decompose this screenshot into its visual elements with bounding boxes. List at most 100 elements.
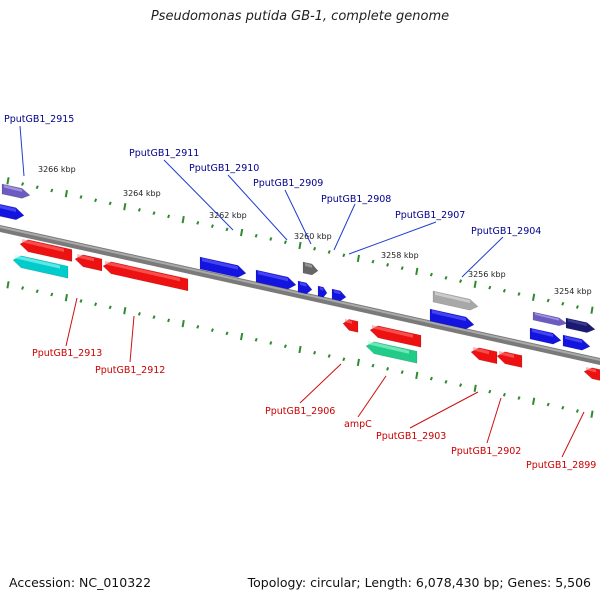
backbone-highlight bbox=[0, 226, 600, 361]
forward-tick bbox=[108, 201, 112, 206]
reverse-tick bbox=[561, 405, 565, 410]
forward-tick bbox=[21, 182, 25, 186]
reverse-tick bbox=[108, 305, 112, 310]
reverse-gene-cyan bbox=[12, 255, 69, 279]
tick-label: 3258 kbp bbox=[381, 251, 419, 260]
tick-label: 3256 kbp bbox=[468, 270, 506, 279]
forward-gene-shine bbox=[532, 329, 553, 337]
reverse-tick bbox=[35, 289, 39, 294]
reverse-gene bbox=[19, 239, 73, 262]
forward-gene bbox=[199, 256, 247, 278]
forward-tick bbox=[546, 298, 550, 303]
forward-tick bbox=[400, 266, 404, 271]
tick-label: 3266 kbp bbox=[38, 165, 76, 174]
reverse-tick bbox=[356, 358, 360, 367]
reverse-tick bbox=[240, 332, 244, 341]
forward-tick bbox=[6, 177, 10, 185]
reverse-tick bbox=[444, 379, 448, 384]
reverse-gene bbox=[369, 325, 422, 348]
forward-gene-navy bbox=[565, 317, 596, 333]
reverse-tick bbox=[590, 410, 594, 418]
reverse-tick bbox=[181, 319, 185, 328]
leader-line bbox=[65, 297, 78, 347]
forward-gene bbox=[331, 288, 347, 302]
reverse-tick bbox=[225, 331, 229, 336]
forward-tick bbox=[196, 220, 200, 225]
forward-gene-purple bbox=[1, 183, 31, 199]
forward-tick bbox=[79, 195, 83, 199]
forward-tick bbox=[240, 228, 244, 237]
reverse-tick bbox=[546, 402, 550, 407]
forward-tick bbox=[444, 275, 448, 280]
forward-tick bbox=[152, 211, 156, 216]
forward-tick bbox=[342, 253, 346, 258]
leader-line bbox=[284, 189, 312, 245]
forward-gene-gray-shine bbox=[305, 263, 312, 268]
reverse-gene-shine bbox=[372, 325, 413, 338]
reverse-gene-cyan-body bbox=[12, 255, 69, 279]
accession-text: Accession: NC_010322 bbox=[9, 575, 152, 590]
reverse-gene-label: ampC bbox=[344, 419, 372, 430]
forward-gene-label: PputGB1_2910 bbox=[189, 163, 259, 174]
leader-line bbox=[19, 125, 25, 177]
forward-gene-gray bbox=[302, 261, 319, 276]
reverse-tick bbox=[196, 324, 200, 329]
reverse-tick bbox=[575, 409, 579, 413]
forward-tick bbox=[181, 215, 185, 224]
reverse-tick bbox=[123, 306, 127, 315]
forward-tick bbox=[502, 288, 506, 293]
forward-tick bbox=[64, 190, 68, 198]
leader-line bbox=[409, 391, 479, 429]
gene-labels: PputGB1_2915PputGB1_2911PputGB1_2910Pput… bbox=[4, 114, 596, 471]
label-leader-lines bbox=[19, 125, 585, 458]
leader-line bbox=[461, 236, 504, 278]
forward-gene-label: PputGB1_2908 bbox=[321, 194, 391, 205]
leader-line bbox=[163, 159, 234, 231]
leader-line bbox=[486, 397, 502, 444]
reverse-tick bbox=[327, 354, 331, 358]
reverse-tick bbox=[79, 299, 83, 303]
reverse-gene-green-shine bbox=[368, 341, 409, 354]
reverse-gene-body bbox=[470, 347, 498, 365]
forward-gene-label: PputGB1_2904 bbox=[471, 226, 541, 237]
reverse-tick bbox=[269, 341, 273, 345]
forward-tick bbox=[167, 214, 171, 219]
reverse-tick bbox=[459, 383, 463, 387]
reverse-gene-green-body bbox=[365, 341, 418, 364]
reverse-gene-green bbox=[365, 341, 418, 364]
reverse-tick bbox=[94, 302, 98, 307]
reverse-tick bbox=[210, 328, 214, 332]
leader-line bbox=[561, 411, 585, 458]
forward-tick bbox=[429, 272, 433, 277]
reverse-gene-body bbox=[19, 239, 73, 262]
reverse-tick bbox=[342, 357, 346, 362]
reverse-gene-body bbox=[369, 325, 422, 348]
forward-tick bbox=[532, 293, 536, 301]
genome-backbone bbox=[0, 225, 600, 365]
reverse-gene-body bbox=[74, 254, 103, 272]
leader-line bbox=[357, 375, 387, 418]
forward-tick bbox=[356, 254, 360, 263]
reverse-gene bbox=[470, 347, 498, 365]
forward-tick bbox=[371, 259, 375, 264]
forward-tick bbox=[473, 280, 477, 289]
forward-gene-gray bbox=[432, 290, 479, 311]
reverse-tick bbox=[532, 397, 536, 405]
forward-gene-shine bbox=[334, 290, 341, 295]
reverse-gene-shine bbox=[499, 351, 514, 358]
gene-features bbox=[0, 183, 600, 381]
reverse-gene-label: PputGB1_2899 bbox=[526, 460, 596, 471]
reverse-gene bbox=[102, 261, 189, 292]
forward-gene bbox=[297, 280, 313, 295]
forward-tick bbox=[35, 185, 39, 190]
forward-tick bbox=[269, 237, 273, 241]
reverse-gene bbox=[74, 254, 103, 272]
forward-gene-purple-shine bbox=[4, 185, 22, 192]
reverse-gene-label: PputGB1_2906 bbox=[265, 406, 335, 417]
forward-gene-shine bbox=[0, 204, 16, 212]
forward-gene-navy-shine bbox=[568, 319, 587, 327]
reverse-tick bbox=[283, 344, 287, 349]
forward-gene-shine bbox=[432, 310, 466, 322]
